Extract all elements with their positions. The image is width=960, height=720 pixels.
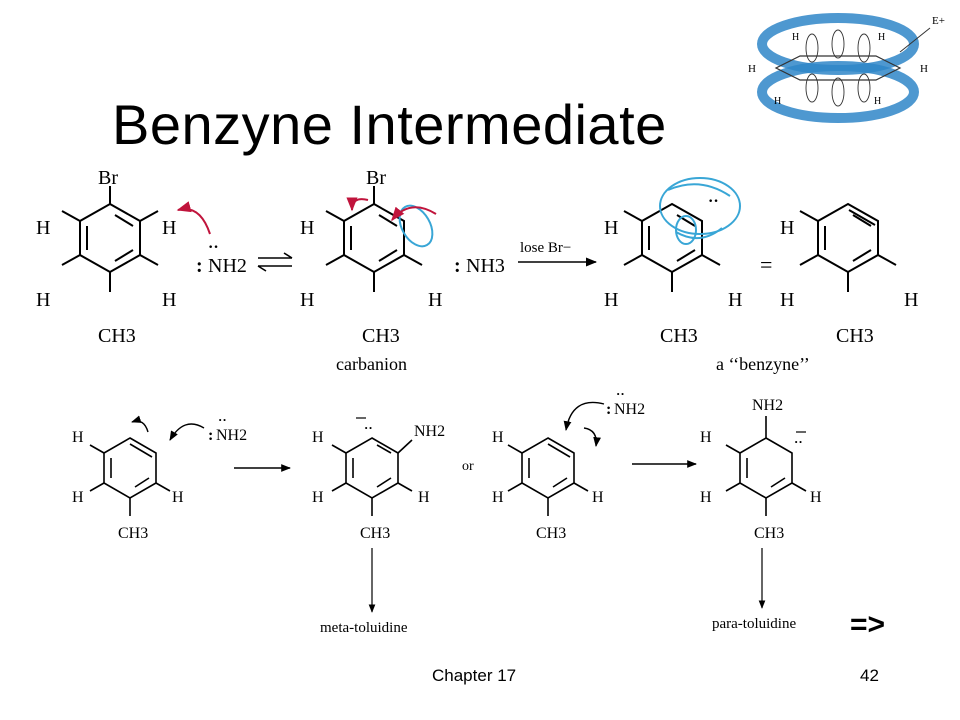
electrophile-label: E+	[932, 15, 945, 27]
br-label: Br	[366, 167, 386, 189]
h-label: H	[700, 429, 712, 446]
h-label: H	[780, 217, 794, 239]
h-label: H	[492, 489, 504, 506]
inset-h-bottom-right: H	[874, 96, 881, 107]
ch3-label: CH3	[836, 325, 874, 347]
amide-ion: : NH2 ··	[196, 239, 247, 277]
svg-text::: :	[208, 427, 213, 444]
slide-title: Benzyne Intermediate	[112, 93, 667, 156]
svg-text:··: ··	[218, 412, 227, 427]
h-label: H	[592, 489, 604, 506]
ch3-label: CH3	[98, 325, 136, 347]
h-label: H	[72, 429, 84, 446]
ch3-label: CH3	[660, 325, 698, 347]
para-carbanion: ·· NH2 H H H CH3	[700, 397, 822, 542]
h-label: H	[492, 429, 504, 446]
inset-h-top-left: H	[792, 32, 799, 43]
svg-text:··: ··	[208, 239, 219, 256]
inset-h-top-right: H	[878, 32, 885, 43]
or-label: or	[462, 459, 474, 474]
next-slide-marker[interactable]: =>	[850, 608, 886, 641]
h-label: H	[162, 217, 176, 239]
nh2-label: NH2	[216, 427, 247, 444]
h-label: H	[604, 217, 618, 239]
inset-h-left: H	[748, 63, 756, 75]
footer-chapter: Chapter 17	[432, 666, 517, 685]
ch3-label: CH3	[360, 525, 390, 542]
ammonia: : NH3	[454, 255, 505, 277]
benzyne-molecule: H H H CH3	[780, 202, 918, 347]
h-label: H	[728, 289, 742, 311]
footer-page-number: 42	[860, 666, 879, 685]
benzyne-meta-attack: : NH2 ·· H H H CH3	[72, 412, 247, 542]
meta-carbanion: ·· NH2 H H H CH3	[312, 417, 445, 542]
h-label: H	[72, 489, 84, 506]
nh3-label: NH3	[466, 255, 505, 277]
nh2-label: NH2	[414, 423, 445, 440]
h-label: H	[162, 289, 176, 311]
benzyne-para-attack: : NH2 ·· H H H CH3	[492, 386, 645, 542]
ch3-label: CH3	[118, 525, 148, 542]
para-toluidine-label: para-toluidine	[712, 616, 796, 632]
h-label: H	[418, 489, 430, 506]
nh2-label: NH2	[614, 401, 645, 418]
h-label: H	[428, 289, 442, 311]
ch3-label: CH3	[536, 525, 566, 542]
h-label: H	[700, 489, 712, 506]
svg-text:··: ··	[708, 193, 719, 210]
benzyne-orbital-molecule: ·· H H H CH3	[604, 177, 742, 347]
br-label: Br	[98, 167, 118, 189]
h-label: H	[300, 217, 314, 239]
h-label: H	[36, 217, 50, 239]
svg-text::: :	[454, 255, 461, 277]
h-label: H	[312, 489, 324, 506]
carbanion-caption: carbanion	[336, 354, 407, 374]
svg-text:··: ··	[616, 386, 625, 401]
pi-cloud-inset: E+ H H H H H H	[742, 12, 948, 128]
ch3-label: CH3	[754, 525, 784, 542]
bromotoluene-molecule: Br H H H H CH3	[36, 167, 176, 347]
svg-text:··: ··	[794, 434, 803, 449]
nh2-label: NH2	[752, 397, 783, 414]
benzyne-caption: a ‘‘benzyne’’	[716, 354, 810, 374]
h-label: H	[604, 289, 618, 311]
h-label: H	[904, 289, 918, 311]
h-label: H	[312, 429, 324, 446]
inset-h-right: H	[920, 63, 928, 75]
inset-h-bottom-left: H	[774, 96, 781, 107]
nh2-label: NH2	[208, 255, 247, 277]
equilibrium-arrows	[257, 252, 293, 272]
h-label: H	[300, 289, 314, 311]
meta-toluidine-label: meta-toluidine	[320, 620, 408, 636]
h-label: H	[780, 289, 794, 311]
h-label: H	[36, 289, 50, 311]
carbanion-molecule: Br H H H CH3 carbanion	[300, 167, 442, 374]
svg-text::: :	[606, 401, 611, 418]
svg-text::: :	[196, 255, 203, 277]
svg-text:··: ··	[364, 420, 373, 435]
equals-sign: =	[760, 252, 772, 277]
curved-arrow-red	[176, 201, 211, 235]
ch3-label: CH3	[362, 325, 400, 347]
h-label: H	[810, 489, 822, 506]
h-label: H	[172, 489, 184, 506]
lose-br-label: lose Br−	[520, 240, 571, 256]
